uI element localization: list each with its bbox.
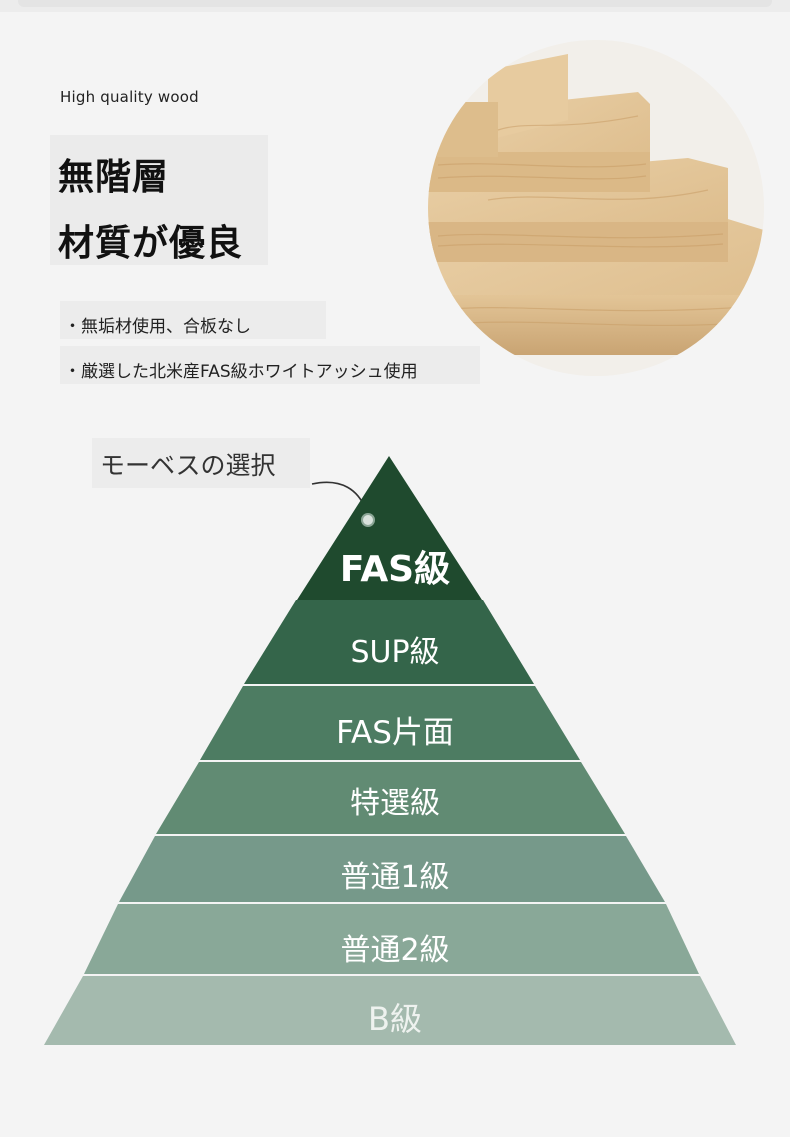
tier-shape-special bbox=[156, 762, 625, 834]
top-strip bbox=[0, 0, 790, 12]
tier-label-sup: SUP級 bbox=[350, 635, 440, 670]
tier-label-normal-2: 普通2級 bbox=[340, 933, 450, 968]
tier-shape-b bbox=[44, 976, 736, 1045]
bullet-item-2: ・厳選した北米産FAS級ホワイトアッシュ使用 bbox=[64, 362, 418, 382]
bullet-2-background bbox=[60, 346, 480, 384]
tier-label-b: B級 bbox=[368, 1000, 422, 1038]
bullet-item-1: ・無垢材使用、合板なし bbox=[64, 317, 251, 337]
headline-background bbox=[50, 135, 268, 265]
wood-boards-photo bbox=[428, 40, 764, 376]
headline-line-1: 無階層 bbox=[58, 157, 170, 198]
headline-line-2: 材質が優良 bbox=[58, 223, 244, 264]
tier-label-special: 特選級 bbox=[350, 786, 440, 821]
tier-label-normal-1: 普通1級 bbox=[340, 860, 450, 895]
tier-label-fas: FAS級 bbox=[339, 549, 451, 590]
tier-shape-fas bbox=[297, 456, 482, 600]
bullet-1-background bbox=[60, 301, 326, 339]
eyebrow-text: High quality wood bbox=[60, 88, 199, 106]
callout-dot-icon bbox=[361, 513, 375, 527]
tier-shape-fas-one-side bbox=[200, 686, 580, 760]
top-strip-inner bbox=[18, 0, 772, 7]
tier-shape-normal-1 bbox=[119, 836, 665, 902]
callout-label-background bbox=[92, 438, 310, 488]
tier-shape-normal-2 bbox=[84, 904, 699, 974]
tier-label-fas-one-side: FAS片面 bbox=[336, 715, 454, 751]
callout-label: モーベスの選択 bbox=[100, 451, 276, 480]
tier-shape-sup bbox=[244, 600, 534, 684]
